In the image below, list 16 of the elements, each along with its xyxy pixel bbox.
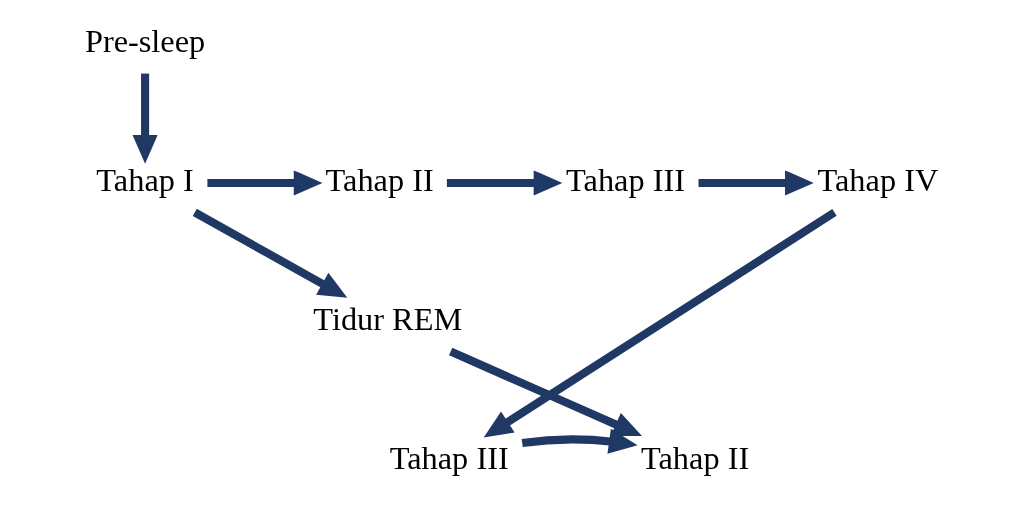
arrow xyxy=(446,170,562,196)
node-text: Tahap II xyxy=(640,440,749,477)
node-text: Tahap III xyxy=(565,162,685,199)
node-text: Pre-sleep xyxy=(84,22,205,59)
node-text: Tidur REM xyxy=(312,301,462,338)
arrow xyxy=(192,208,347,298)
arrow xyxy=(206,170,322,196)
node-text: Tahap I xyxy=(95,162,194,199)
arrow xyxy=(132,73,158,164)
arrow xyxy=(448,347,642,437)
arrow xyxy=(521,428,638,454)
node-text: Tahap II xyxy=(325,162,434,199)
node-text: Tahap III xyxy=(389,440,509,477)
node-text: Tahap IV xyxy=(817,162,938,199)
arrow xyxy=(698,170,814,196)
arrow xyxy=(483,209,837,438)
